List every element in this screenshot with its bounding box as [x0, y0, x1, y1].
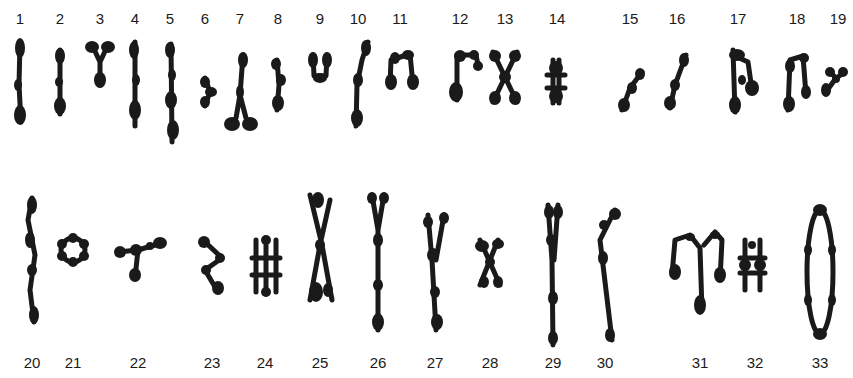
callout-number: 9 — [316, 11, 324, 26]
chromosome — [85, 41, 115, 88]
callout-number: 14 — [549, 11, 566, 26]
callout-number: 23 — [204, 355, 221, 370]
chromosome — [57, 233, 89, 267]
callout-number: 28 — [482, 355, 499, 370]
callout-number: 20 — [24, 355, 41, 370]
callout-number: 8 — [274, 11, 282, 26]
callout-number: 3 — [96, 11, 104, 26]
callout-number: 25 — [312, 355, 329, 370]
chromosome — [804, 204, 836, 340]
chromosome — [351, 40, 371, 127]
chromosome — [449, 50, 483, 102]
chromosome — [729, 49, 759, 114]
chromosome — [114, 237, 167, 282]
chromosome — [821, 67, 848, 97]
chromosome — [308, 52, 332, 83]
callout-number: 10 — [350, 11, 367, 26]
callout-number: 29 — [545, 355, 562, 370]
callout-number: 11 — [392, 11, 408, 26]
chromosome — [664, 53, 689, 110]
callout-number: 26 — [370, 355, 387, 370]
chromosome — [669, 231, 726, 315]
callout-number: 15 — [622, 11, 639, 26]
callout-number: 31 — [692, 355, 709, 370]
chromosome — [165, 42, 179, 142]
chromosome — [783, 53, 811, 112]
callout-number: 27 — [427, 355, 444, 370]
callout-number: 21 — [65, 355, 82, 370]
chromosome — [271, 58, 286, 111]
chromosome — [252, 235, 280, 297]
chromosome — [385, 50, 419, 90]
chromosome — [198, 236, 225, 295]
callout-number: 33 — [812, 355, 829, 370]
callout-number: 19 — [830, 11, 847, 26]
callout-number: 17 — [730, 11, 747, 26]
chromosome — [544, 205, 563, 345]
chromosome — [14, 38, 26, 125]
chromosome — [309, 192, 333, 302]
chromosome — [25, 196, 39, 324]
chromosome — [475, 239, 504, 288]
callout-number: 6 — [201, 11, 209, 26]
chromosome — [489, 50, 521, 105]
chromosome — [598, 208, 621, 342]
chromosome — [367, 192, 389, 331]
chromosome — [547, 60, 565, 103]
callout-number: 5 — [166, 11, 174, 26]
chromosome — [618, 68, 645, 112]
callout-number: 1 — [16, 11, 24, 26]
callout-number: 18 — [789, 11, 806, 26]
chromosome — [200, 76, 217, 108]
callout-number: 12 — [452, 11, 469, 26]
callout-number: 24 — [257, 355, 274, 370]
callout-number: 2 — [56, 11, 64, 26]
callout-number: 22 — [130, 355, 147, 370]
chromosome — [423, 212, 449, 330]
callout-number: 4 — [131, 11, 139, 26]
callout-number: 30 — [597, 355, 614, 370]
callout-number: 7 — [236, 11, 244, 26]
chromosome — [54, 48, 66, 115]
callout-number: 16 — [669, 11, 686, 26]
callout-number: 32 — [747, 355, 764, 370]
chromosome — [739, 240, 766, 290]
chromosome — [224, 52, 258, 131]
callout-number: 13 — [497, 11, 514, 26]
chromosome — [129, 41, 141, 126]
